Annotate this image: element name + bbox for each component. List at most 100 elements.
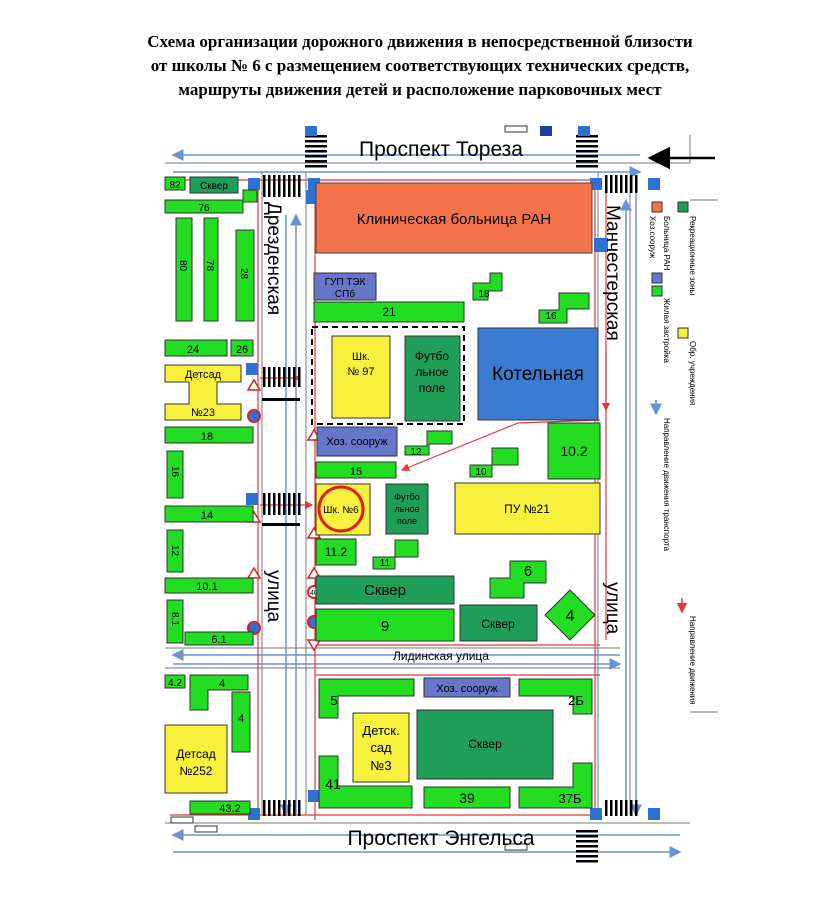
street-lidinskaya: Лидинская улица: [393, 649, 489, 663]
football-field-1: [404, 335, 461, 422]
kindergarten-3-label-2: сад: [370, 740, 392, 755]
building-4-diamond-label: 4: [566, 608, 575, 625]
building-76-label: 76: [198, 203, 210, 214]
building-2b-label: 2Б: [568, 693, 584, 708]
building-5-label: 5: [330, 693, 337, 708]
building-12-left-label: 12: [169, 545, 180, 557]
building-11-2: [315, 538, 357, 566]
building-15: [315, 461, 397, 479]
legend-label-education: Обр. учреждения: [688, 341, 697, 405]
building-43-2: [189, 800, 251, 815]
building-78: [203, 217, 219, 322]
boiler-house: [477, 327, 599, 421]
building-5: [318, 678, 415, 719]
football-field-2-label-1: Футбо: [394, 492, 420, 502]
gup-tek-label-1: ГУП ТЭК: [325, 277, 366, 288]
legend-label-recreation: Рекреационные зоны: [688, 216, 697, 295]
hospital-building: [315, 182, 593, 254]
school-97-label-2: № 97: [347, 366, 374, 378]
utility-building-2: [423, 677, 511, 698]
square-top-label: Сквер: [200, 181, 228, 192]
hospital-label: Клиническая больница РАН: [357, 211, 552, 228]
kindergarten-23: [164, 364, 242, 421]
kindergarten-252-label-1: Детсад: [176, 747, 215, 761]
building-78-label: 78: [204, 260, 215, 272]
football-field-1-label-3: поле: [419, 381, 446, 395]
building-16-left-label: 16: [169, 466, 180, 478]
building-11: [372, 539, 419, 570]
building-24: [164, 339, 228, 357]
building-4-diamond: [544, 589, 596, 641]
building-18-left-label: 18: [201, 431, 213, 443]
building-10: [469, 447, 519, 478]
building-18-top: [472, 272, 503, 301]
kindergarten-23-label-1: Детсад: [185, 369, 222, 381]
street-toreza: Проспект Тореза: [359, 138, 523, 161]
title-line-2: от школы № 6 с размещением соответствующ…: [150, 56, 690, 75]
speed-limit-sign: 40: [310, 590, 318, 597]
building-18-left: [164, 426, 254, 444]
warning-sign-icons: [246, 378, 322, 579]
building-4-left-vert: [231, 691, 251, 753]
legend-label-walking: Направление движения: [688, 616, 697, 705]
building-82-label: 82: [169, 180, 181, 191]
building-43-2-label: 43.2: [219, 803, 240, 815]
football-field-2: [385, 483, 429, 535]
building-16-top: [538, 292, 590, 324]
building-4-2-label: 4.2: [168, 678, 182, 689]
legend-swatch-recreation: [677, 201, 689, 213]
legend-label-utility-visible: Хоз.сооруж: [648, 216, 657, 259]
legend: Больница РАН Рекреационные зоны Обр. учр…: [648, 201, 697, 705]
building-6-label: 6: [524, 563, 532, 580]
square-top: [189, 176, 239, 194]
legend-label-traffic: Направление движения транспорта: [662, 418, 671, 551]
building-8-1-label: 8.1: [169, 612, 180, 626]
square-3: [416, 709, 554, 780]
building-10-label: 10: [475, 467, 487, 478]
building-11-2-label: 11.2: [325, 545, 348, 559]
building-8-1: [166, 599, 184, 644]
square-2: [459, 604, 538, 642]
school-6-highlight: [317, 485, 365, 533]
building-4-left-top-label: 4: [219, 678, 225, 690]
building-4-2: [164, 674, 186, 689]
building-9: [315, 608, 455, 642]
utility-building-1-label: Хоз. сооруж: [326, 436, 388, 448]
building-10-2: [547, 422, 601, 480]
square-1: [315, 575, 455, 605]
building-21: [313, 301, 465, 323]
building-39: [423, 786, 511, 809]
building-24-label: 24: [187, 344, 199, 356]
square-1-label: Сквер: [364, 582, 406, 599]
pu-21: [454, 482, 601, 535]
school-97-label-1: Шк.: [352, 351, 370, 363]
legend-label-hospital: Больница РАН: [662, 216, 671, 271]
building-6: [489, 560, 547, 599]
parking-icons: [170, 125, 528, 851]
building-12-left: [166, 529, 184, 573]
street-ulitsa-left: улица: [263, 570, 284, 623]
title-line-1: Схема организации дорожного движения в н…: [147, 32, 693, 51]
football-field-2-label-3: поле: [397, 516, 417, 526]
road-edges: [165, 135, 718, 824]
legend-swatch-residential: [651, 285, 663, 297]
building-9-label: 9: [381, 618, 389, 635]
building-26-label: 26: [236, 344, 248, 356]
building-16-left: [166, 450, 184, 499]
gup-tek-building: [313, 272, 377, 301]
gup-tek-label-2: СПб: [335, 288, 355, 300]
street-engelsa: Проспект Энгельса: [347, 827, 534, 850]
kindergarten-252-label-2: №252: [180, 764, 213, 778]
crosswalks: [262, 135, 638, 863]
utility-building-1: [316, 426, 398, 457]
kindergarten-3-label-1: Детск.: [362, 723, 399, 738]
building-4-left-top: [189, 674, 249, 711]
building-15-label: 15: [350, 466, 362, 478]
building-4-left-vert-label: 4: [238, 713, 244, 725]
kindergarten-23-label-2: №23: [191, 407, 215, 419]
building-37b: [518, 762, 593, 809]
building-2b: [518, 678, 593, 715]
building-41-label: 41: [325, 776, 341, 792]
yield-sign-icon: [306, 639, 322, 652]
